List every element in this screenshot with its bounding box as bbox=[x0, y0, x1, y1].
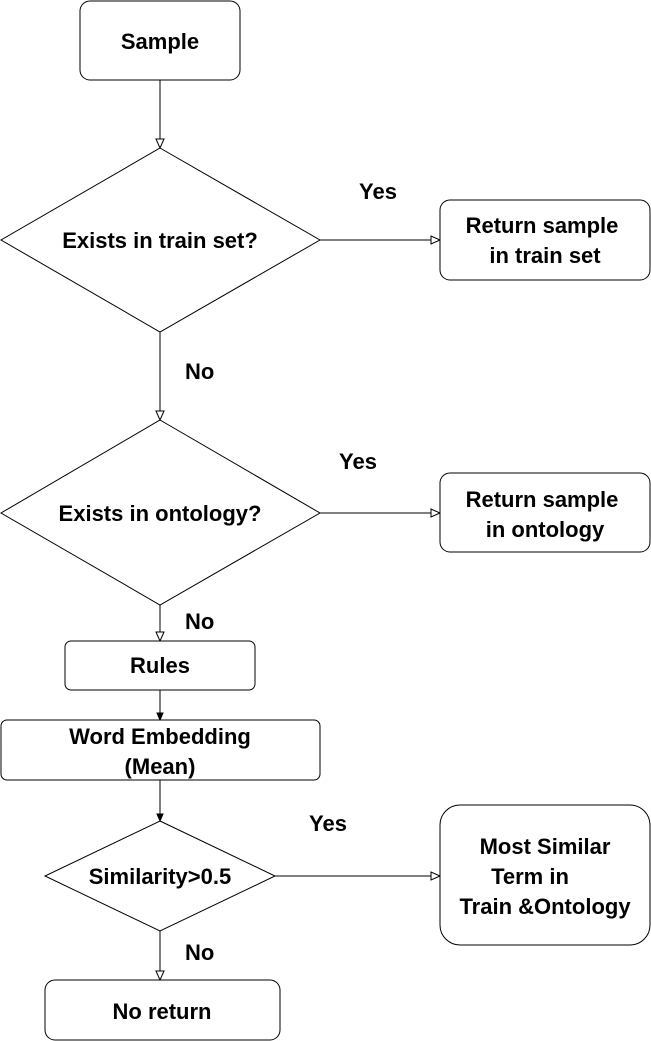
node-return-sample-ontology: Return sample in ontology bbox=[439, 472, 651, 553]
node-sample-label: Sample bbox=[121, 29, 199, 54]
node-return-sample-train-set-line2: in train set bbox=[489, 243, 601, 268]
node-most-similar-term: Most Similar Term in Train &Ontology bbox=[439, 804, 651, 946]
arrow-similarity-no bbox=[155, 970, 165, 982]
arrow-train-yes bbox=[430, 235, 442, 245]
node-word-embedding: Word Embedding (Mean) bbox=[0, 719, 321, 781]
edge-label-similarity-no: No bbox=[185, 940, 214, 965]
edge-label-similarity-yes: Yes bbox=[309, 811, 347, 836]
node-return-sample-ontology-line1: Return sample bbox=[466, 487, 619, 512]
node-sample: Sample bbox=[79, 0, 241, 81]
edge-label-ontology-no: No bbox=[185, 609, 214, 634]
decision-exists-in-ontology: Exists in ontology? bbox=[0, 419, 321, 606]
decision-similarity: Similarity>0.5 bbox=[43, 820, 277, 932]
edge-label-train-no: No bbox=[185, 359, 214, 384]
node-most-similar-term-line3: Train &Ontology bbox=[459, 894, 631, 919]
node-no-return-label: No return bbox=[113, 999, 212, 1024]
decision-exists-in-ontology-label: Exists in ontology? bbox=[59, 501, 262, 526]
node-return-sample-train-set: Return sample in train set bbox=[439, 199, 651, 281]
decision-exists-in-train-set-label: Exists in train set? bbox=[62, 228, 258, 253]
arrow-sample-to-train-check bbox=[155, 138, 165, 150]
node-most-similar-term-line2: Term in bbox=[491, 864, 569, 889]
node-word-embedding-line1: Word Embedding bbox=[69, 724, 251, 749]
node-return-sample-ontology-line2: in ontology bbox=[486, 517, 605, 542]
node-rules-label: Rules bbox=[130, 653, 190, 678]
decision-exists-in-train-set: Exists in train set? bbox=[0, 147, 322, 333]
arrow-embedding-to-similarity bbox=[156, 813, 164, 823]
edge-label-ontology-yes: Yes bbox=[339, 449, 377, 474]
arrow-ontology-no bbox=[155, 631, 165, 643]
node-return-sample-train-set-line1: Return sample bbox=[466, 213, 619, 238]
node-most-similar-term-line1: Most Similar bbox=[480, 834, 611, 859]
node-word-embedding-line2: (Mean) bbox=[125, 754, 196, 779]
node-rules: Rules bbox=[64, 640, 256, 691]
decision-similarity-label: Similarity>0.5 bbox=[89, 864, 231, 889]
node-no-return: No return bbox=[44, 979, 281, 1041]
arrow-rules-to-embedding bbox=[156, 712, 164, 722]
arrow-ontology-yes bbox=[430, 508, 442, 518]
edge-label-train-yes: Yes bbox=[359, 179, 397, 204]
arrow-similarity-yes bbox=[430, 871, 442, 881]
arrow-train-no bbox=[155, 410, 165, 422]
